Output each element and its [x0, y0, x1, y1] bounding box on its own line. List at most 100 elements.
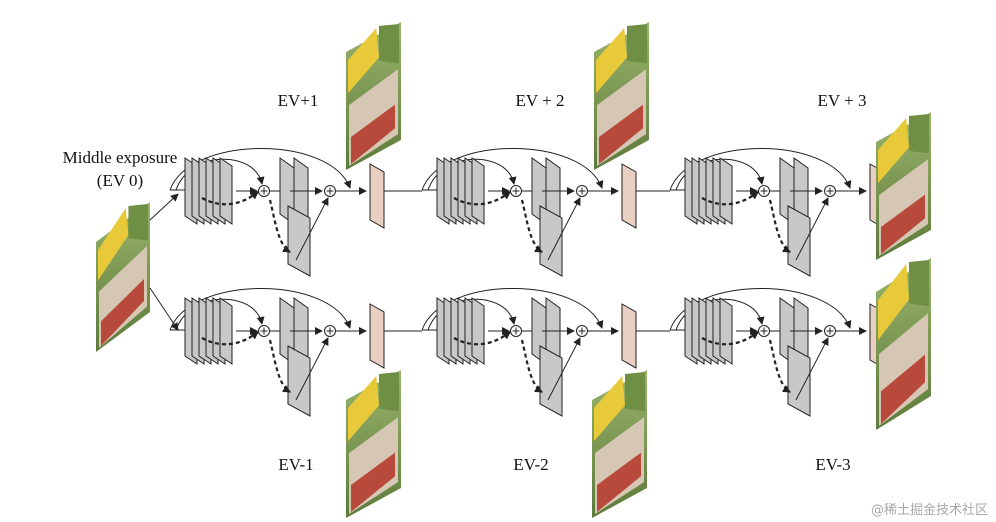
thumb-ev-minus-3-flowers — [881, 354, 925, 424]
output-block — [369, 303, 385, 369]
skip-arc-long — [421, 288, 604, 331]
label-ev-minus-2: EV-2 — [513, 455, 548, 474]
thumb-ev-minus-1 — [346, 370, 401, 518]
thumb-ev-plus-2-tree — [627, 24, 647, 64]
fork-arrow-upper — [149, 193, 179, 221]
sum-node-1-plus — [760, 327, 768, 335]
dashed-arrow-stack — [453, 191, 511, 206]
thumb-ev-minus-2-flowers — [597, 452, 641, 512]
fork-arrow-lower — [149, 287, 179, 331]
branch-sheet — [287, 205, 311, 277]
sum-node-2-plus — [578, 187, 586, 195]
input-image-ev0 — [96, 202, 150, 352]
dashed-arrow-stack — [701, 191, 759, 206]
skip-arc-long — [421, 148, 604, 191]
branch-to-sum2 — [795, 197, 829, 261]
sum-node-1 — [758, 325, 770, 337]
thumb-ev-plus-3 — [876, 112, 931, 260]
thumb-ev-minus-2 — [592, 370, 647, 518]
thumb-ev-plus-1-flowers — [351, 104, 395, 164]
output-block — [621, 163, 637, 229]
sum-node-2-plus — [326, 187, 334, 195]
network-stages — [169, 148, 885, 417]
dashed-arrow-branch — [520, 199, 543, 253]
thumb-ev-plus-1-tree — [379, 24, 399, 64]
thumb-ev-minus-2-tree — [625, 372, 645, 412]
sum-node-1-plus — [260, 327, 268, 335]
sum-node-2 — [576, 325, 588, 337]
sum-node-2-plus — [826, 187, 834, 195]
sum-node-2 — [576, 185, 588, 197]
branch-sheet — [539, 205, 563, 277]
thumb-ev-plus-3-tree — [909, 114, 929, 154]
skip-arc-long — [669, 288, 852, 331]
sum-node-1 — [258, 325, 270, 337]
branch-sheet — [287, 345, 311, 417]
sum-node-1-plus — [260, 187, 268, 195]
conv-sheet-6 — [219, 297, 233, 365]
thumb-ev-minus-1-awning — [348, 376, 379, 442]
branch-sheet — [787, 205, 811, 277]
sum-node-1 — [510, 325, 522, 337]
conv-sheet-6 — [471, 297, 485, 365]
dashed-arrow-branch — [520, 339, 543, 393]
thumb-ev-minus-1-flowers — [351, 452, 395, 512]
thumb-ev-plus-2-flowers — [599, 104, 643, 164]
stage-lower-2 — [421, 288, 637, 417]
thumb-ev-minus-3-awning — [878, 264, 909, 341]
branch-to-sum2 — [547, 337, 581, 401]
thumb-ev-minus-3-tree — [909, 260, 929, 307]
conv-sheet-6 — [471, 157, 485, 225]
dashed-arrow-stack — [201, 331, 259, 346]
thumb-ev-plus-2-awning — [596, 28, 627, 94]
thumb-ev-minus-2-awning — [594, 376, 625, 442]
sum-node-2-plus — [578, 327, 586, 335]
dashed-arrow-branch — [768, 339, 791, 393]
sum-node-2 — [324, 185, 336, 197]
sum-node-2-plus — [826, 327, 834, 335]
sum-node-2 — [324, 325, 336, 337]
branch-sheet — [787, 345, 811, 417]
watermark-text: @稀土掘金技术社区 — [871, 502, 988, 518]
branch-to-sum2 — [295, 337, 329, 401]
input-photo-tree — [128, 204, 148, 241]
thumb-ev-plus-3-flowers — [881, 194, 925, 254]
input-label-line1: Middle exposure — [63, 148, 178, 167]
stage-lower-3 — [669, 288, 885, 417]
dashed-arrow-branch — [268, 339, 291, 393]
stage-upper-3 — [669, 148, 885, 277]
dashed-arrow-branch — [268, 199, 291, 253]
label-ev-minus-3: EV-3 — [815, 455, 850, 474]
branch-sheet — [539, 345, 563, 417]
conv-sheet-6 — [219, 157, 233, 225]
input-photo — [96, 202, 150, 352]
thumb-ev-plus-2 — [594, 22, 649, 170]
thumb-ev-plus-1 — [346, 22, 401, 170]
conv-sheet-6 — [719, 157, 733, 225]
skip-arc-long — [169, 288, 352, 331]
branch-to-sum2 — [547, 197, 581, 261]
output-block — [621, 303, 637, 369]
label-ev-plus-2: EV + 2 — [516, 91, 565, 110]
dashed-arrow-stack — [701, 331, 759, 346]
thumb-ev-minus-3 — [876, 258, 931, 430]
input-photo-awning — [98, 208, 129, 281]
branch-to-sum2 — [295, 197, 329, 261]
skip-arc-long — [169, 148, 352, 191]
dashed-arrow-stack — [201, 191, 259, 206]
sum-node-1-plus — [512, 187, 520, 195]
input-label-line2: (EV 0) — [97, 171, 143, 190]
thumb-ev-plus-1-awning — [348, 28, 379, 94]
dashed-arrow-branch — [768, 199, 791, 253]
thumb-ev-minus-1-tree — [379, 372, 399, 412]
sum-node-1 — [258, 185, 270, 197]
stage-upper-2 — [421, 148, 637, 277]
sum-node-2 — [824, 185, 836, 197]
output-block — [369, 163, 385, 229]
label-ev-minus-1: EV-1 — [278, 455, 313, 474]
dashed-arrow-stack — [453, 331, 511, 346]
label-ev-plus-3: EV + 3 — [818, 91, 867, 110]
thumb-ev-plus-3-awning — [878, 118, 909, 184]
sum-node-2-plus — [326, 327, 334, 335]
